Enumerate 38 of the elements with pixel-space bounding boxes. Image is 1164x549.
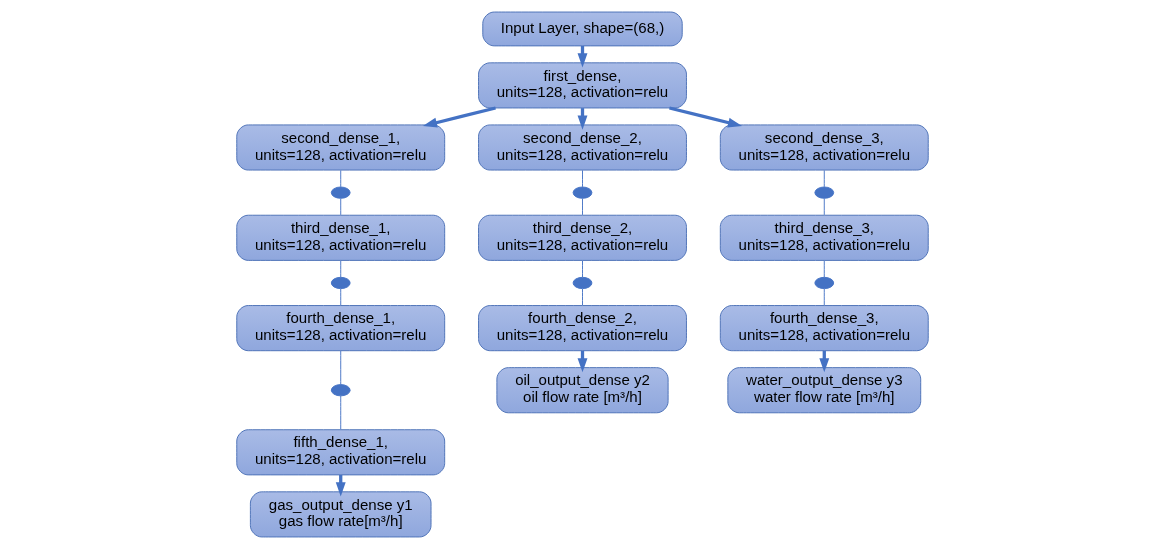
node-circle: [330, 276, 351, 290]
node-box: second_dense_3, units=128, activation=relu: [719, 124, 929, 171]
connector: [823, 260, 825, 278]
node-circle: [813, 276, 834, 290]
node-box: gas_output_dense y1 gas flow rate[m³/h]: [249, 491, 431, 538]
node-box: water_output_dense y3 water flow rate [m³/h]: [726, 367, 921, 414]
node-box: fourth_dense_2, units=128, activation=relu: [477, 305, 687, 352]
connector: [581, 260, 583, 278]
node-box: first_dense, units=128, activation=relu: [477, 62, 687, 109]
connector: [823, 169, 825, 188]
connector: [339, 198, 341, 216]
node-box: Input Layer, shape=(68,): [481, 11, 683, 47]
node-circle: [813, 186, 834, 199]
node-box: second_dense_2, units=128, activation=relu: [477, 124, 687, 171]
connector: [823, 288, 825, 306]
arrow: [422, 106, 496, 128]
node-circle: [572, 186, 592, 199]
connector: [339, 288, 341, 306]
node-circle: [330, 186, 351, 199]
connector: [581, 198, 583, 216]
node-box: fourth_dense_1, units=128, activation=relu: [235, 305, 445, 352]
node-box: third_dense_1, units=128, activation=relu: [235, 214, 445, 261]
node-circle: [330, 384, 351, 397]
node-box: third_dense_3, units=128, activation=relu: [719, 214, 929, 261]
node-box: oil_output_dense y2 oil flow rate [m³/h]: [495, 367, 669, 414]
connector: [581, 288, 583, 306]
connector: [823, 198, 825, 216]
connector: [581, 169, 583, 188]
node-box: fifth_dense_1, units=128, activation=relu: [235, 429, 445, 476]
connector: [339, 169, 341, 188]
arrow: [668, 106, 742, 128]
connector: [339, 260, 341, 278]
node-circle: [572, 276, 592, 290]
connector: [339, 350, 341, 386]
node-box: third_dense_2, units=128, activation=relu: [477, 214, 687, 261]
node-box: fourth_dense_3, units=128, activation=relu: [719, 305, 929, 352]
connector: [339, 395, 341, 430]
node-box: second_dense_1, units=128, activation=relu: [235, 124, 445, 171]
